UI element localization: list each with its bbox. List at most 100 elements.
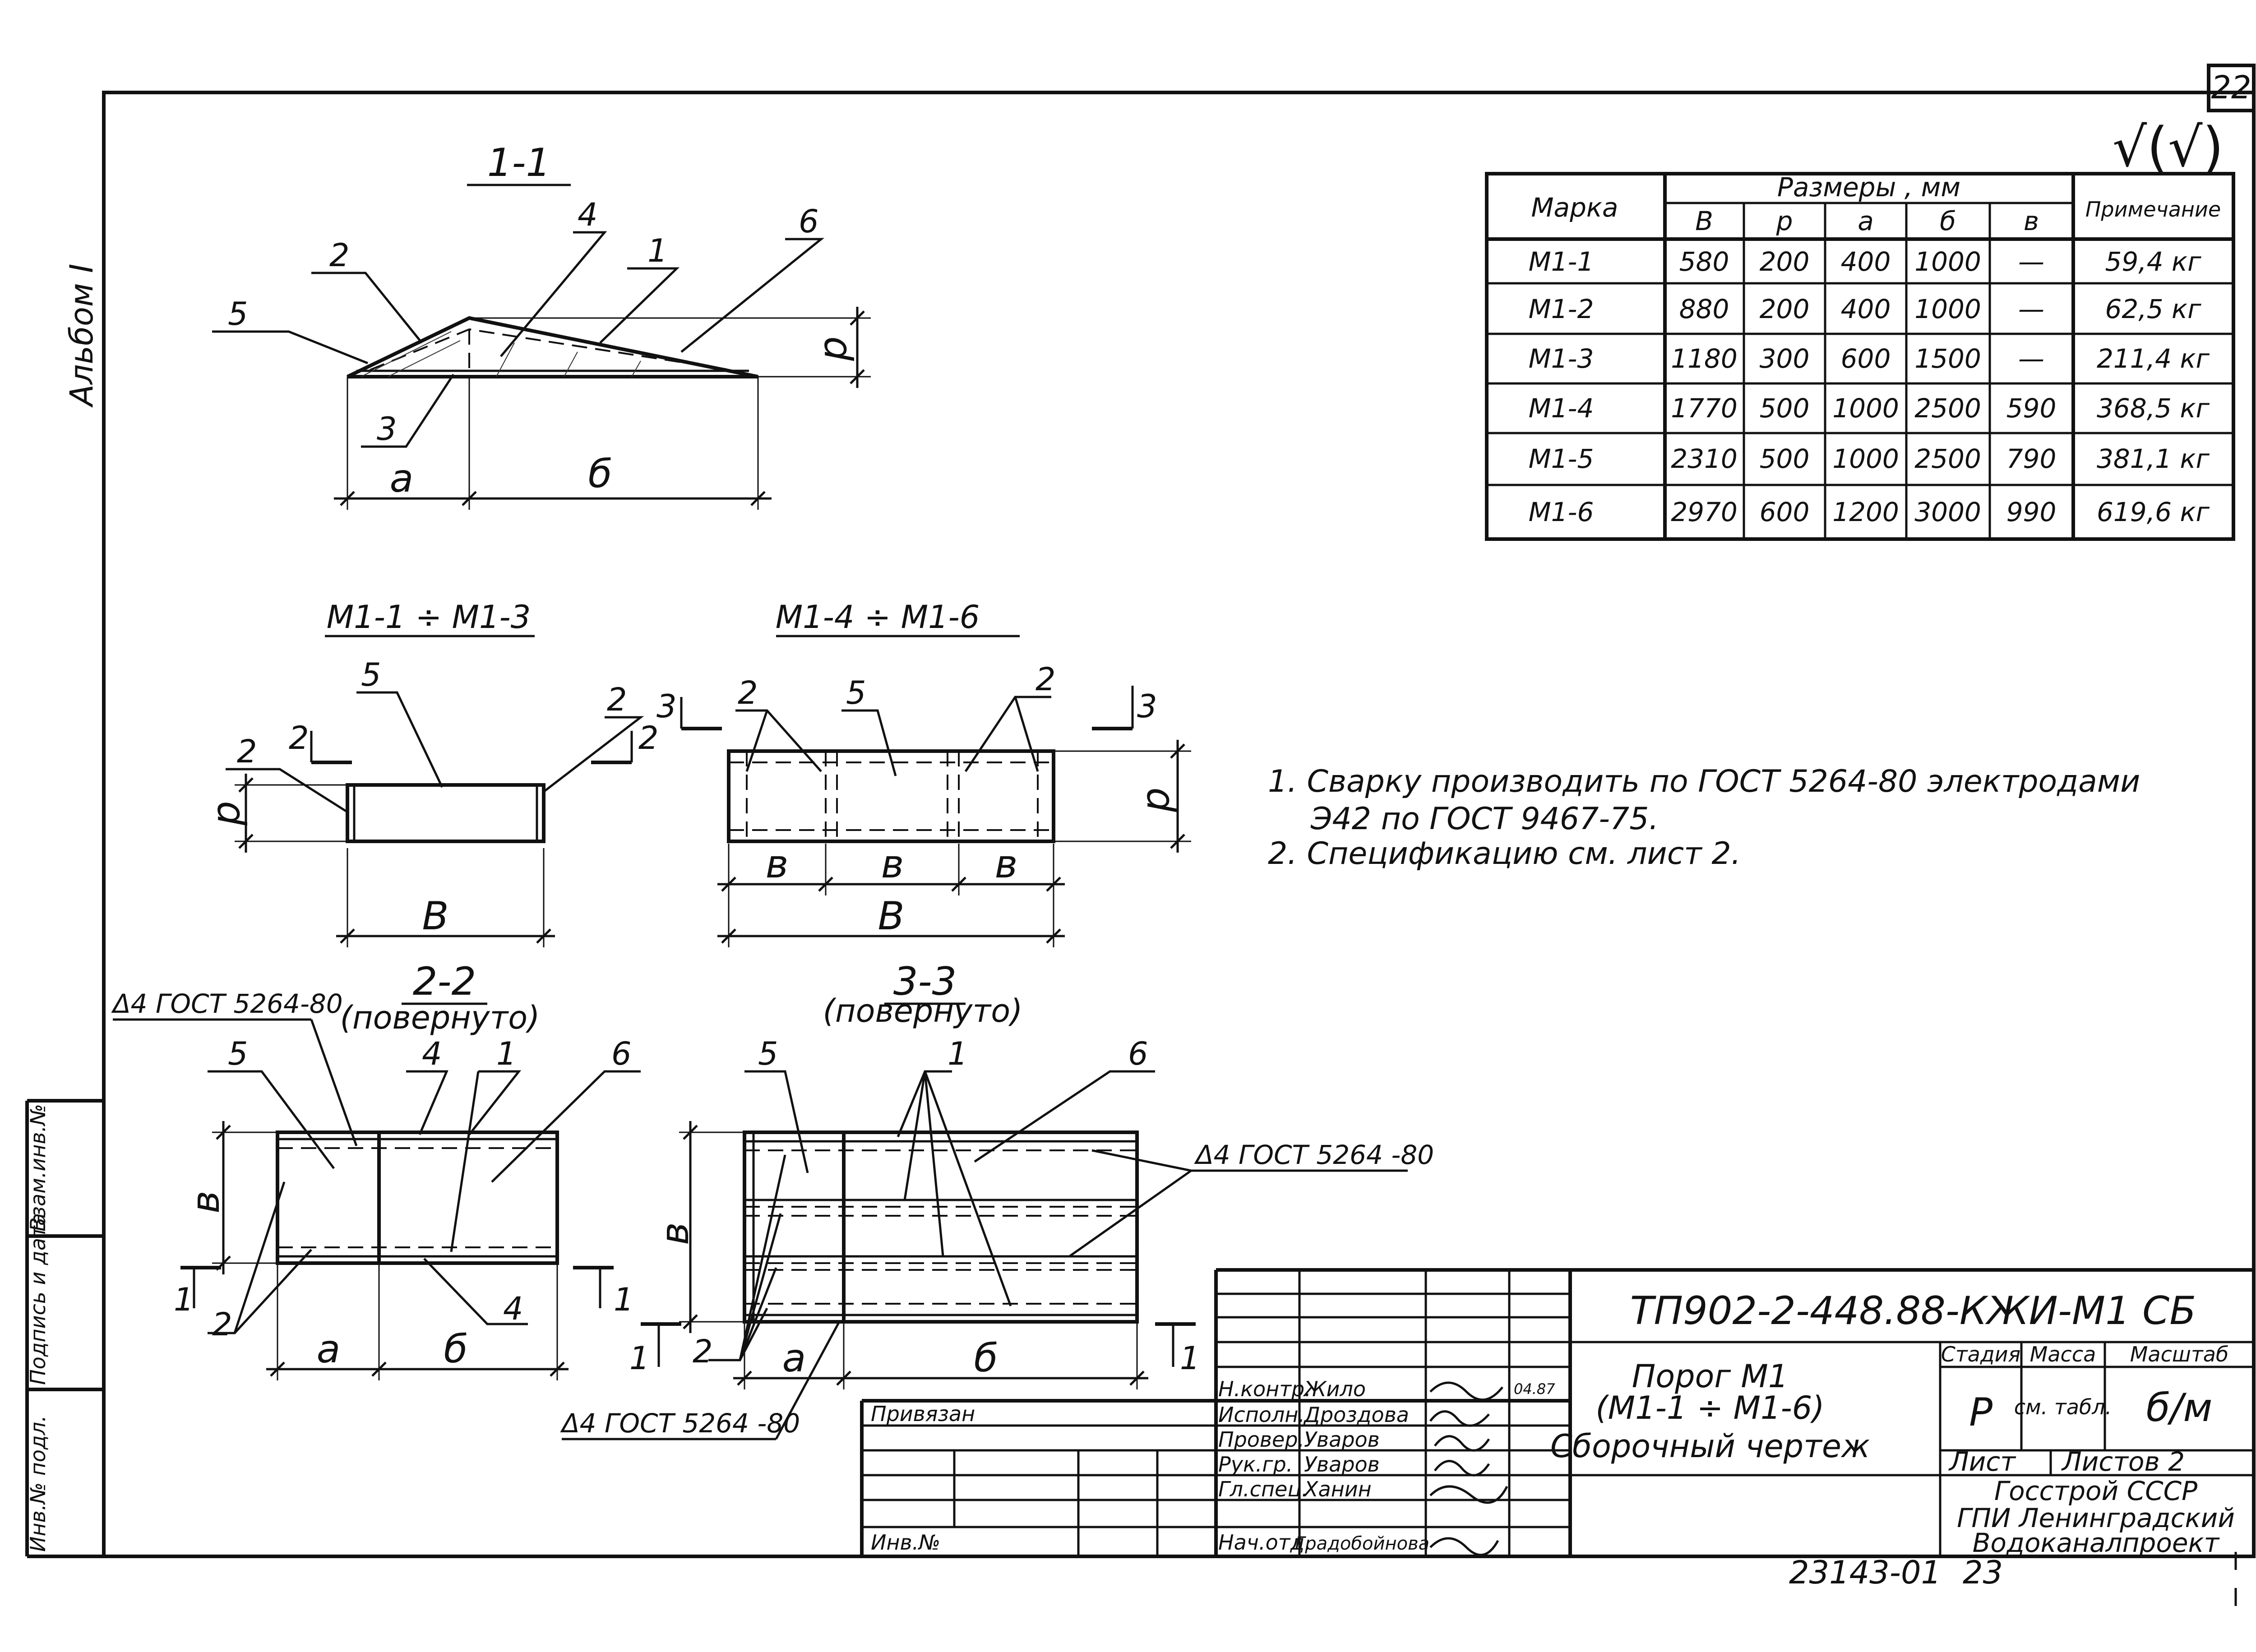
inv-label: Инв.№ (871, 1530, 940, 1555)
mass-value: см. табл. (2014, 1395, 2112, 1419)
cell-p: 500 (1760, 393, 1810, 424)
table-row: М1-4 1770 500 1000 2500 590 368,5 кг (1529, 393, 2210, 424)
cell-B: 580 (1679, 246, 1729, 277)
signer-name: Уваров (1304, 1452, 1380, 1477)
dim-p: р (810, 336, 855, 361)
dim-b: б (444, 1327, 467, 1372)
notes: 1. Сварку производить по ГОСТ 5264-80 эл… (1268, 764, 2140, 872)
callout-2: 2 (607, 681, 627, 718)
stage-value: Р (1969, 1390, 1992, 1435)
subheader-b: б (1940, 206, 1956, 236)
cell-mark: М1-6 (1529, 497, 1594, 527)
side-stamp: Инв.№ подл. Подпись и дата Взам.инв.№ (25, 1099, 104, 1558)
spec-table: Марка Размеры , мм Примечание В р а б в … (1485, 172, 2235, 541)
dim-B: В (422, 894, 449, 939)
signer-role: Провер. (1218, 1427, 1304, 1452)
cell-a: 400 (1841, 294, 1891, 324)
dim-b: б (588, 452, 612, 497)
cell-b: 1500 (1914, 343, 1981, 374)
callout-1: 1 (647, 232, 668, 269)
view-m1-4-6-title: М1-4 ÷ М1-6 (776, 599, 980, 636)
callout-6: 6 (1128, 1035, 1148, 1072)
view-m1-1-3: М1-1 ÷ М1-3 р В 2 2 5 2 2 (203, 599, 659, 947)
header-sizes: Размеры , мм (1777, 172, 1960, 203)
callout-4: 4 (422, 1035, 442, 1072)
view-m1-4-6: М1-4 ÷ М1-6 р в в в В (656, 599, 1191, 947)
signature (1434, 1435, 1490, 1452)
dim-v3: в (995, 842, 1018, 887)
cell-B: 2310 (1671, 443, 1738, 474)
sheet-label: Лист (1948, 1446, 2016, 1477)
dim-a: а (782, 1336, 806, 1381)
callout-3: 3 (377, 411, 397, 448)
callout-2: 2 (212, 1306, 232, 1343)
drawing-name-1: Порог М1 (1632, 1358, 1789, 1395)
stage-header: Стадия (1941, 1342, 2020, 1366)
signer-date: 04.87 (1514, 1380, 1555, 1398)
cell-v: 790 (2006, 443, 2057, 474)
signer-role: Нач.отд. (1218, 1530, 1311, 1555)
signature (1429, 1381, 1503, 1401)
section-3-3: 3-3 (повернуто) в а б 1 (560, 959, 1434, 1440)
subheader-B: В (1695, 206, 1713, 236)
stamp-inv-podl: Инв.№ подл. (26, 1415, 50, 1552)
copy-number: 23 (1963, 1554, 2003, 1591)
cell-p: 500 (1760, 443, 1810, 474)
signature (1429, 1410, 1490, 1427)
callout-2: 2 (738, 674, 758, 711)
callout-5: 5 (228, 1035, 248, 1072)
signature (1429, 1485, 1508, 1504)
section-mark-2: 2 (638, 720, 659, 757)
signer-name: Градобойнова (1295, 1533, 1429, 1554)
dim-v: в (652, 1222, 698, 1245)
callout-6: 6 (799, 203, 819, 240)
callout-2: 2 (329, 237, 350, 274)
note-2: 2. Спецификацию см. лист 2. (1268, 836, 1741, 872)
weld-note-right: Δ4 ГОСТ 5264 -80 (1194, 1140, 1434, 1170)
cell-a: 1000 (1832, 393, 1899, 424)
signature (1429, 1537, 1499, 1556)
cell-b: 3000 (1914, 497, 1981, 527)
callout-4: 4 (503, 1290, 523, 1327)
cell-note: 62,5 кг (2105, 294, 2201, 324)
callout-5: 5 (361, 656, 381, 693)
cell-p: 300 (1760, 343, 1810, 374)
archive-number: 23143-01 (1789, 1554, 1941, 1591)
subheader-p: р (1776, 206, 1793, 236)
dim-p: р (203, 801, 249, 826)
sheets-label: Листов 2 (2061, 1446, 2185, 1477)
org-line-1: Госстрой СССР (1994, 1476, 2197, 1506)
cell-mark: М1-5 (1529, 443, 1594, 474)
signer-name: Дроздова (1303, 1403, 1409, 1427)
header-mark: Марка (1531, 192, 1618, 223)
cell-a: 1200 (1832, 497, 1899, 527)
section-mark-2: 2 (289, 720, 309, 757)
dim-v1: в (766, 842, 789, 887)
cell-b: 1000 (1914, 246, 1981, 277)
table-row: М1-5 2310 500 1000 2500 790 381,1 кг (1529, 443, 2210, 474)
callout-2: 2 (237, 733, 257, 770)
cell-v: — (2018, 294, 2044, 324)
table-row: М1-6 2970 600 1200 3000 990 619,6 кг (1529, 497, 2210, 527)
callout-6: 6 (611, 1035, 632, 1072)
org-line-2: ГПИ Ленинградский (1957, 1503, 2235, 1533)
cell-B: 1180 (1671, 343, 1738, 374)
cell-note: 211,4 кг (2097, 343, 2210, 374)
section-mark-1: 1 (629, 1340, 650, 1377)
cell-mark: М1-2 (1529, 294, 1594, 324)
cell-note: 381,1 кг (2097, 443, 2210, 474)
section-mark-3: 3 (656, 688, 677, 725)
cell-p: 600 (1760, 497, 1810, 527)
section-mark-1: 1 (614, 1281, 634, 1318)
table-row: М1-2 880 200 400 1000 — 62,5 кг (1529, 294, 2201, 324)
scale-header: Масштаб (2130, 1342, 2229, 1366)
drawing-name-2: (М1-1 ÷ М1-6) (1595, 1389, 1824, 1426)
cell-b: 2500 (1914, 443, 1981, 474)
drawing-name-3: Сборочный чертеж (1550, 1428, 1870, 1465)
dim-p: р (1133, 787, 1178, 812)
cell-mark: М1-3 (1529, 343, 1594, 374)
signer-name: Уваров (1304, 1427, 1380, 1452)
callout-4: 4 (578, 196, 598, 233)
cell-note: 368,5 кг (2097, 393, 2210, 424)
